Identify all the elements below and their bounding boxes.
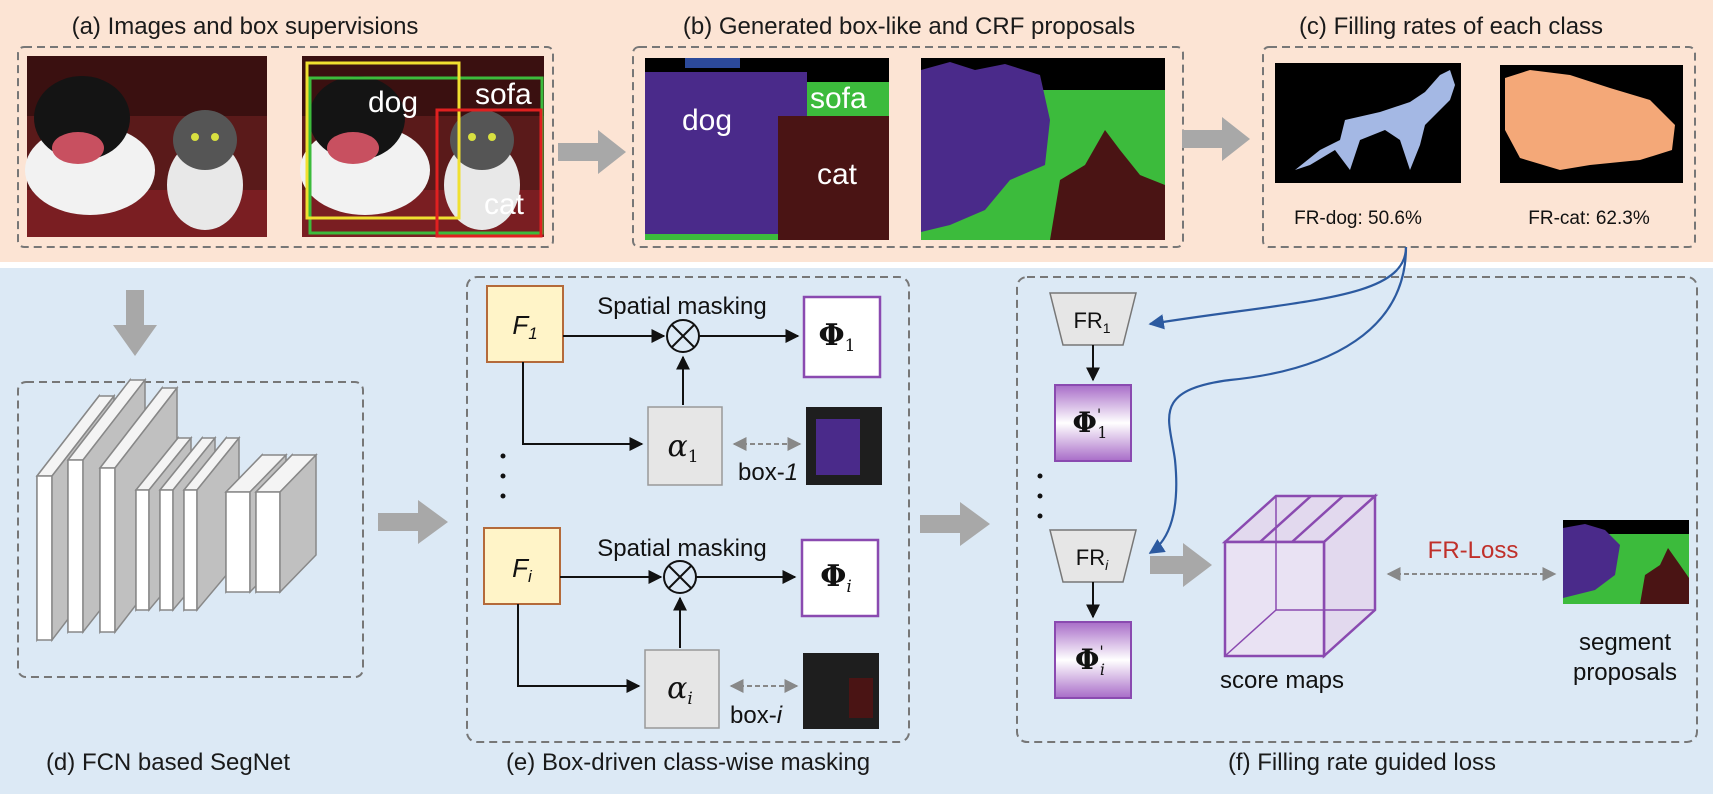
phi-label-i: Φi: [820, 559, 852, 597]
phi-label-1: Φ1: [819, 318, 856, 356]
fcn-layers: [35, 377, 318, 643]
spatial-masking-label-bottom: Spatial masking: [597, 535, 766, 562]
box-label-cat: cat: [484, 188, 525, 221]
arrow-e-to-f: [920, 502, 990, 546]
panel-f-frame: [1016, 276, 1698, 743]
spatial-masking-label-top: Spatial masking: [597, 293, 766, 320]
phi-box-1: [802, 295, 882, 379]
box-label-dog: dog: [368, 86, 418, 119]
panel-d-caption: (d) FCN based SegNet: [46, 749, 290, 776]
panel-a-frame: [17, 46, 554, 248]
arrow-fri-to-score-maps: [1150, 543, 1212, 587]
feature-label-fi: Fi: [512, 553, 533, 586]
panel-c-frame: [1262, 46, 1696, 248]
crf-proposal: [921, 58, 1165, 240]
link-c-to-fri: [1148, 246, 1408, 554]
region-label-sofa: sofa: [810, 82, 867, 115]
arrow-b-to-c: [1182, 117, 1250, 161]
arrow-f1-to-alpha1: [522, 362, 644, 451]
box-like-proposal: dog sofa cat: [645, 58, 889, 240]
phi-prime-box-i: [1054, 621, 1132, 699]
fr-block-1: [1049, 292, 1137, 346]
arrow-fi-to-alphai: [517, 604, 641, 693]
box-label-i: box-i: [730, 702, 783, 729]
panel-e-caption: (e) Box-driven class-wise masking: [506, 749, 870, 776]
feature-box-fi: [483, 527, 561, 605]
panel-a-title: (a) Images and box supervisions: [72, 13, 419, 40]
fr-label-1: FR1: [1073, 308, 1110, 336]
score-maps-label: score maps: [1220, 667, 1344, 694]
fr-loss-label: FR-Loss: [1428, 537, 1519, 564]
panel-e-frame: [466, 276, 910, 743]
phi-box-i: [800, 538, 880, 618]
ellipsis-e: [500, 453, 506, 499]
link-c-to-fr1: [1148, 246, 1408, 330]
panel-f-caption: (f) Filling rate guided loss: [1228, 749, 1496, 776]
fr-block-i: [1049, 529, 1137, 583]
panel-c-title: (c) Filling rates of each class: [1299, 13, 1603, 40]
alpha-label-i: αi: [667, 671, 693, 709]
arrow-d-to-e: [378, 500, 448, 544]
photo-dog-cat-boxes: dog sofa cat: [300, 56, 544, 238]
score-maps-cube: [1221, 493, 1379, 659]
box-dog: [305, 61, 461, 220]
feature-box-f1: [486, 285, 564, 363]
alpha-label-1: α1: [667, 429, 698, 467]
phi-prime-label-1: Φ'1: [1073, 405, 1108, 442]
region-label-cat: cat: [817, 158, 858, 191]
panel-b-title: (b) Generated box-like and CRF proposals: [683, 13, 1135, 40]
fr-cat-label: FR-cat: 62.3%: [1528, 208, 1650, 229]
box-label-1: box-1: [738, 459, 798, 486]
arrow-a-to-b: [558, 130, 626, 174]
segment-proposals-label-line2: proposals: [1573, 659, 1677, 686]
fr-cat-mask: [1500, 65, 1683, 183]
alpha-box-i: [644, 649, 720, 729]
fr-dog-mask: [1275, 63, 1461, 183]
alpha-box-1: [647, 406, 723, 486]
phi-prime-box-1: [1054, 384, 1132, 462]
segment-proposals-label-line1: segment: [1579, 629, 1671, 656]
ellipsis-f: [1037, 473, 1043, 519]
photo-dog-cat-original: [25, 56, 267, 237]
box-cat: [435, 108, 543, 238]
box-label-sofa: sofa: [475, 78, 532, 111]
arrow-down-to-d: [113, 290, 157, 356]
fr-label-i: FRi: [1076, 545, 1109, 573]
panel-d-frame: [17, 381, 364, 678]
region-label-dog: dog: [682, 104, 732, 137]
phi-prime-label-i: Φ'i: [1075, 642, 1105, 679]
segment-proposals-thumbnail: [1563, 520, 1689, 604]
feature-label-f1: F1: [512, 310, 537, 343]
fr-dog-label: FR-dog: 50.6%: [1294, 208, 1422, 229]
